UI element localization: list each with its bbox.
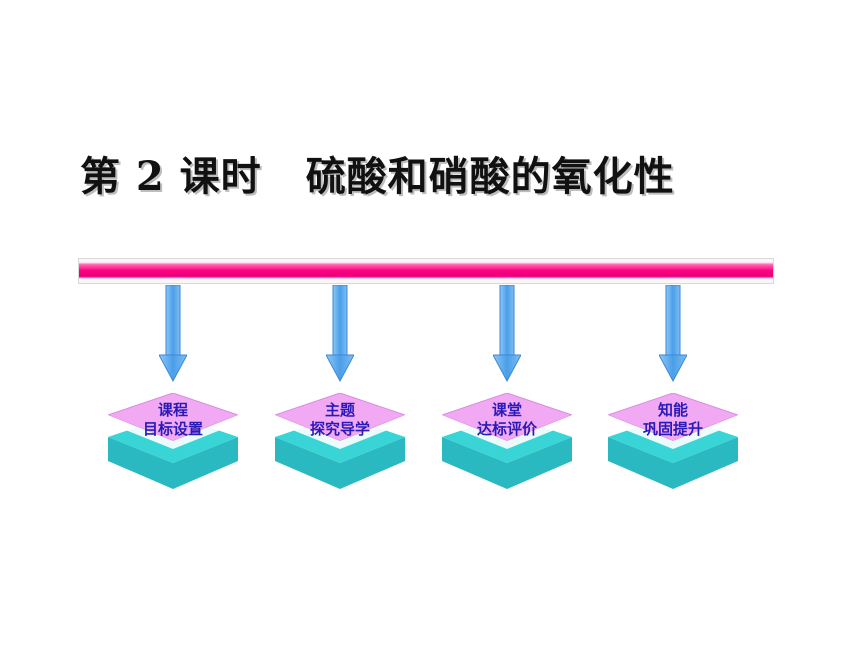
diamond-shape [608,393,738,489]
node-label: 课堂 达标评价 [457,401,557,439]
diamond-shape [275,393,405,489]
node-label-line2: 目标设置 [142,420,203,438]
nav-node-2[interactable]: 主题 探究导学 [275,285,405,497]
node-label: 课程 目标设置 [123,401,223,439]
node-label-line1: 知能 [657,401,688,419]
node-label: 知能 巩固提升 [623,401,723,439]
nav-node-1[interactable]: 课程 目标设置 [108,285,238,497]
arrow-down-icon [326,285,354,383]
node-label-line2: 探究导学 [309,420,370,438]
arrow-down-icon [493,285,521,383]
node-label-line1: 主题 [324,401,355,419]
nav-node-4[interactable]: 知能 巩固提升 [608,285,738,497]
divider-bar [78,258,774,284]
arrow-down-icon [659,285,687,383]
title-lesson: 第 2 课时 [80,153,262,200]
diamond-shape [108,393,238,489]
node-label-line2: 巩固提升 [642,420,703,438]
node-label-line1: 课程 [157,401,188,419]
arrow-down-icon [159,285,187,383]
node-label-line1: 课堂 [491,401,522,419]
title-topic: 硫酸和硝酸的氧化性 [305,153,675,200]
node-label: 主题 探究导学 [290,401,390,439]
nav-node-3[interactable]: 课堂 达标评价 [442,285,572,497]
node-label-line2: 达标评价 [476,420,537,438]
page-title: 第 2 课时硫酸和硝酸的氧化性 [80,146,780,208]
diamond-shape [442,393,572,489]
